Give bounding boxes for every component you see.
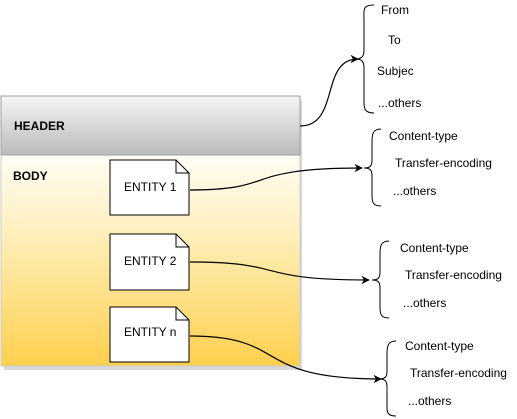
header-field-subject: Subject [377,64,413,78]
entity-1-brace [363,128,382,207]
entity-1-note [109,159,190,216]
entity-n-fold [175,307,189,321]
entity-n-field-transfer-encoding: Transfer-encoding [410,366,507,380]
entity-n-note [109,306,190,363]
entity-2-fold [175,234,189,248]
entity-n-field-content-type: Content-type [405,339,474,353]
header-field-to: To [388,33,401,47]
entity-1-field-others: ...others [393,184,437,198]
entity-1-label: ENTITY 1 [124,180,177,194]
entity-n-field-others: ...others [408,394,452,408]
header-fields-brace [355,4,375,114]
entity-n-label: ENTITY n [124,325,177,339]
entity-1-field-content-type: Content-type [389,129,458,143]
entity-2-field-others: ...others [403,296,447,310]
entity-n-brace [378,340,397,417]
entity-2-field-content-type: Content-type [400,241,469,255]
entity-1-connector [189,163,363,191]
header-label: HEADER [14,119,65,133]
body-label: BODY [13,169,48,183]
entity-1-field-transfer-encoding: Transfer-encoding [395,156,492,170]
header-field-from: From [381,3,409,17]
entity-2-field-transfer-encoding: Transfer-encoding [405,268,502,282]
header-panel [0,95,301,156]
header-field-others: ...others [378,96,422,110]
entity-2-brace [371,240,390,319]
header-connector [299,54,359,127]
entity-1-fold [175,160,189,174]
entity-2-connector [189,261,370,285]
entity-n-connector [189,335,382,384]
entity-2-note [109,233,190,291]
entity-2-label: ENTITY 2 [124,254,177,268]
